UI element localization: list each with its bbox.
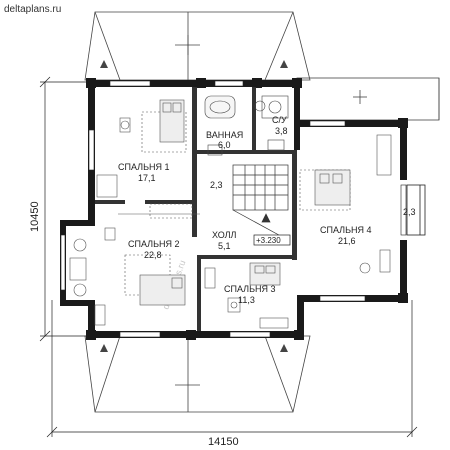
roof-outline-top [84, 11, 311, 81]
dimension-width: 14150 [208, 436, 239, 448]
roof-markers [100, 60, 288, 352]
room-area-bedroom1: 17,1 [138, 173, 156, 183]
room-area-wc: 3,8 [275, 126, 288, 136]
roof-outline-right [296, 77, 440, 121]
dimension-height: 10450 [29, 201, 41, 232]
staircase [232, 164, 289, 241]
room-area-hall: 5,1 [218, 241, 231, 251]
level-mark: +3.230 [256, 236, 281, 245]
bathroom-fixtures [204, 95, 289, 156]
windows [60, 80, 407, 338]
room-name-bedroom4: СПАЛЬНЯ 4 [320, 225, 372, 235]
room-name-bedroom1: СПАЛЬНЯ 1 [118, 162, 170, 172]
balcony [406, 184, 426, 236]
site-label: deltaplans.ru [4, 4, 61, 15]
room-name-bedroom3: СПАЛЬНЯ 3 [224, 284, 276, 294]
stair-landing-area: 2,3 [210, 180, 223, 190]
bedroom1-furniture [96, 99, 193, 219]
bedroom4-furniture [299, 134, 392, 274]
roof-outline-bottom [84, 335, 311, 413]
interior-walls [95, 87, 297, 331]
room-name-bedroom2: СПАЛЬНЯ 2 [128, 239, 180, 249]
bedroom2-furniture [69, 213, 200, 326]
room-name-hall: ХОЛЛ [212, 230, 237, 240]
room-area-bedroom2: 22,8 [144, 250, 162, 260]
room-area-bedroom4: 21,6 [338, 236, 356, 246]
dimension-lines [39, 76, 418, 438]
room-area-bedroom3: 11,3 [238, 295, 255, 305]
level-mark-box [253, 234, 291, 246]
balcony-area: 2,3 [403, 207, 416, 217]
room-name-wc: С/У [272, 115, 287, 125]
bedroom3-furniture [204, 262, 289, 329]
room-name-bath: ВАННАЯ [206, 130, 243, 140]
room-area-bath: 6,0 [218, 140, 231, 150]
